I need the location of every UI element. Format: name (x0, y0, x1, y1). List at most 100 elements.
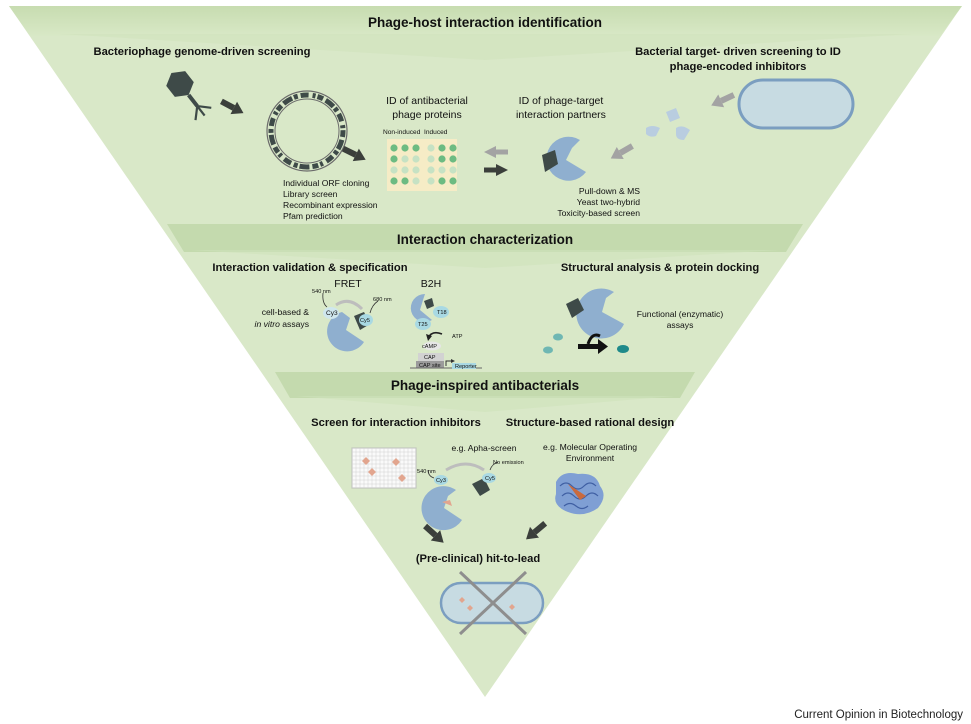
section-band-1 (9, 6, 962, 36)
enzymatic-reaction-arrow (578, 333, 608, 354)
product-dot-icon (617, 345, 629, 353)
method-orf-cloning: Individual ORF cloning (283, 178, 370, 188)
colony-dot (438, 155, 446, 163)
method-pulldown-ms: Pull-down & MS (579, 186, 640, 196)
arrow-fragments-to-protein (610, 143, 634, 160)
section-band-1-chevron (60, 34, 911, 60)
section-title-identification: Phage-host interaction identification (368, 15, 602, 30)
section-title-characterization: Interaction characterization (397, 232, 573, 247)
moe-label-line1: e.g. Molecular Operating (543, 442, 637, 452)
b2h-atp-label: ATP (452, 334, 463, 340)
b2h-t18-label: T18 (437, 310, 447, 316)
arrow-screen-to-lead (423, 523, 444, 543)
rational-design-heading: Structure-based rational design (506, 417, 675, 429)
target-screening-heading-line1: Bacterial target- driven screening to ID (635, 46, 841, 58)
functional-assays-line2: assays (667, 320, 694, 330)
b2h-t25-label: T25 (418, 322, 428, 328)
b2h-cap-site-label: CAP site (419, 363, 441, 369)
colony-dot (438, 177, 446, 185)
arrow-phage-to-genome (219, 98, 244, 115)
arrow-exchange-left (484, 146, 508, 158)
protein-structure-icon (555, 473, 604, 515)
protein-docking-schematic (566, 288, 624, 339)
alpha-540nm-label: 540 nm (417, 469, 436, 475)
alpha-cy5-label: Cy5 (485, 476, 495, 482)
colony-dot (390, 177, 398, 185)
section-band-2 (167, 224, 803, 252)
colony-dot (412, 166, 420, 174)
structural-heading: Structural analysis & protein docking (561, 262, 759, 274)
arrow-cell-to-fragments (711, 92, 736, 108)
colony-dot (427, 177, 435, 185)
method-pfam-prediction: Pfam prediction (283, 211, 343, 221)
functional-assays-line1: Functional (enzymatic) (637, 309, 724, 319)
assay-label-line2: in vitro assays (255, 319, 309, 329)
section-band-3 (275, 372, 695, 398)
colony-dot (427, 155, 435, 163)
target-screening-heading-line2: phage-encoded inhibitors (670, 61, 807, 73)
fret-label: FRET (334, 278, 362, 290)
colony-dot (390, 166, 398, 174)
colony-dot (390, 155, 398, 163)
substrate-dot-icon (543, 346, 553, 354)
col-induced-label: Induced (424, 129, 448, 136)
no-emission-label: No emission (493, 460, 524, 466)
b2h-label: B2H (421, 278, 441, 290)
b2h-cap-label: CAP (424, 355, 436, 361)
b2h-schematic (410, 293, 482, 369)
colony-dot (427, 144, 435, 152)
killed-bacterial-cell-icon (439, 570, 545, 636)
colony-dot (412, 177, 420, 185)
method-yeast-two-hybrid: Yeast two-hybrid (577, 197, 640, 207)
colony-dot (449, 144, 457, 152)
colony-dot (449, 155, 457, 163)
target-protein-with-phage-inhibitor (542, 136, 586, 181)
id-partners-label-line1: ID of phage-target (519, 95, 604, 107)
colony-dot (390, 144, 398, 152)
validation-heading: Interaction validation & specification (212, 262, 407, 274)
colony-dot (449, 166, 457, 174)
colony-dot (401, 144, 409, 152)
arrow-genome-to-screen (341, 146, 366, 162)
colony-dot (401, 155, 409, 163)
id-proteins-label-line1: ID of antibacterial (386, 95, 468, 107)
fret-cy3-label: Cy3 (326, 310, 338, 317)
colony-dot (412, 155, 420, 163)
colony-dot (449, 177, 457, 185)
moe-label-line2: Environment (566, 453, 615, 463)
phage-genome-circle-icon (266, 90, 348, 172)
inhibitor-screen-heading: Screen for interaction inhibitors (311, 417, 481, 429)
journal-footer: Current Opinion in Biotechnology (794, 709, 963, 721)
assay-label-line1: cell-based & (262, 307, 310, 317)
b2h-reporter-label: Reporter (455, 364, 477, 370)
hit-to-lead-heading: (Pre-clinical) hit-to-lead (416, 553, 540, 565)
alpha-screen-schematic (421, 461, 499, 531)
microplate-icon (351, 447, 417, 489)
colony-screen-plate (387, 139, 457, 191)
section-band-2-chevron (190, 250, 780, 268)
method-toxicity-screen: Toxicity-based screen (557, 208, 640, 218)
colony-dot (412, 144, 420, 152)
fret-540nm-label: 540 nm (312, 289, 331, 295)
colony-dot (401, 177, 409, 185)
id-partners-label-line2: interaction partners (516, 109, 606, 121)
b2h-camp-label: cAMP (422, 344, 437, 350)
protein-fragments-icon (646, 108, 690, 140)
section-title-antibacterials: Phage-inspired antibacterials (391, 378, 579, 393)
arrow-design-to-lead (526, 520, 548, 540)
section-band-3-chevron (295, 396, 675, 412)
fret-schematic (322, 292, 379, 352)
colony-dot (427, 166, 435, 174)
method-recombinant-expression: Recombinant expression (283, 200, 378, 210)
genome-screening-heading: Bacteriophage genome-driven screening (94, 46, 311, 58)
bacteriophage-icon (166, 71, 212, 121)
colony-dot (438, 166, 446, 174)
col-noninduced-label: Non-induced (383, 129, 421, 136)
alpha-screen-label: e.g. Apha-screen (452, 443, 517, 453)
method-library-screen: Library screen (283, 189, 338, 199)
colony-dot (401, 166, 409, 174)
fret-680nm-label: 680 nm (373, 297, 392, 303)
alpha-cy3-label: Cy3 (436, 478, 446, 484)
fret-cy5-label: Cy5 (360, 318, 370, 324)
